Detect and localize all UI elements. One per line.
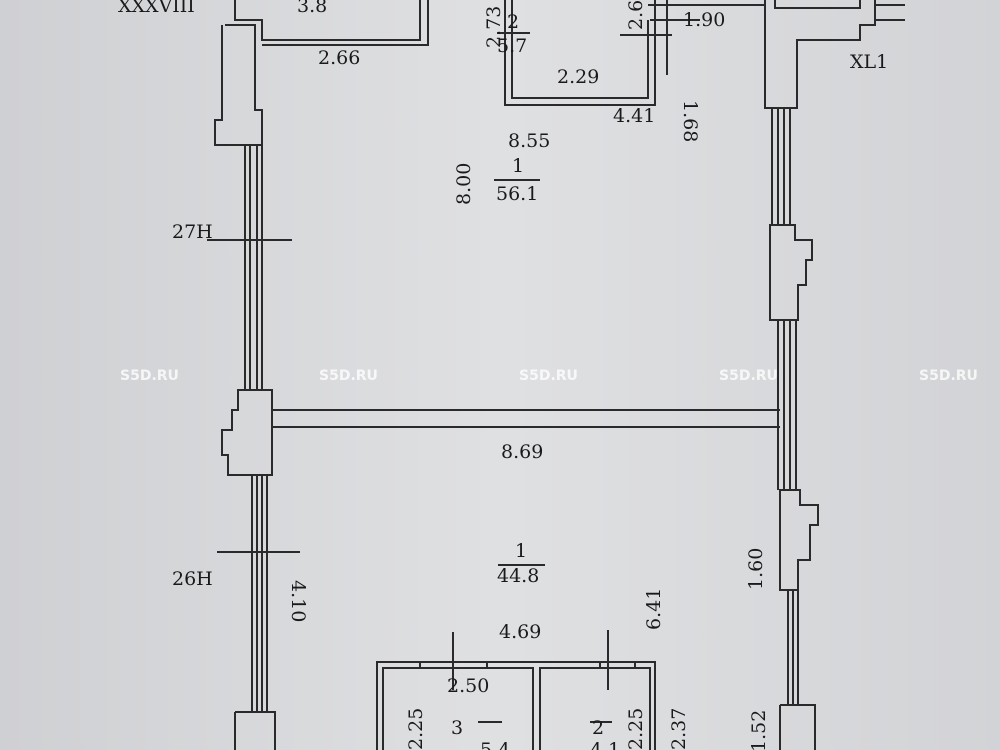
dimension: 2.25: [625, 708, 647, 750]
dimension: 4.69: [499, 621, 541, 643]
watermark: S5D.RU: [719, 368, 778, 384]
room-area: 5.7: [497, 35, 527, 57]
watermark: S5D.RU: [519, 368, 578, 384]
axis-label-xl1: XL1: [850, 51, 888, 73]
watermarks: S5D.RU S5D.RU S5D.RU S5D.RU S5D.RU: [120, 368, 978, 384]
axis-label-xxxviii: XXXVIII: [118, 0, 195, 17]
dimension: 2.6: [625, 0, 647, 30]
room-number: 2: [592, 717, 604, 739]
walls: [207, 0, 905, 750]
dimension: 4.10: [287, 580, 309, 622]
dimension: 8.69: [501, 441, 543, 463]
dimension: 8.55: [508, 130, 550, 152]
dimension: 1.68: [679, 100, 701, 142]
dimension: 8.00: [453, 163, 475, 205]
dimension: 3.8: [297, 0, 327, 17]
room-area: 4.1: [590, 739, 620, 750]
dimension: 2.29: [557, 66, 599, 88]
dimension: 1.60: [745, 548, 767, 590]
axis-labels: XXXVIII XL1 27H 26H: [118, 0, 888, 590]
dimensions: 2.66 2.29 4.41 1.90 8.55 8.69 4.69 2.50 …: [287, 0, 770, 750]
room-area: 56.1: [496, 183, 538, 205]
axis-label-26h: 26H: [172, 568, 213, 590]
room-area: 5.4: [480, 739, 510, 750]
room-area: 44.8: [497, 565, 539, 587]
room-number: 1: [515, 540, 527, 562]
room-number: 3: [451, 717, 463, 739]
room-labels: 1 56.1 1 44.8 2 5.7 3 5.4 2 4.1: [451, 11, 620, 750]
dimension: 2.66: [318, 47, 360, 69]
dimension: 2.50: [447, 675, 489, 697]
dimension: 1.90: [683, 9, 725, 31]
dimension: 2.25: [405, 708, 427, 750]
room-number: 2: [507, 11, 519, 33]
watermark: S5D.RU: [919, 368, 978, 384]
dimension: 1.52: [748, 710, 770, 750]
room-number: 1: [512, 155, 524, 177]
watermark: S5D.RU: [120, 368, 179, 384]
watermark: S5D.RU: [319, 368, 378, 384]
dimension: 6.41: [643, 588, 665, 630]
axis-label-27h: 27H: [172, 221, 213, 243]
dimension: 4.41: [613, 105, 655, 127]
dimension: 2.73: [483, 6, 505, 48]
dimension: 2.37: [668, 708, 690, 750]
